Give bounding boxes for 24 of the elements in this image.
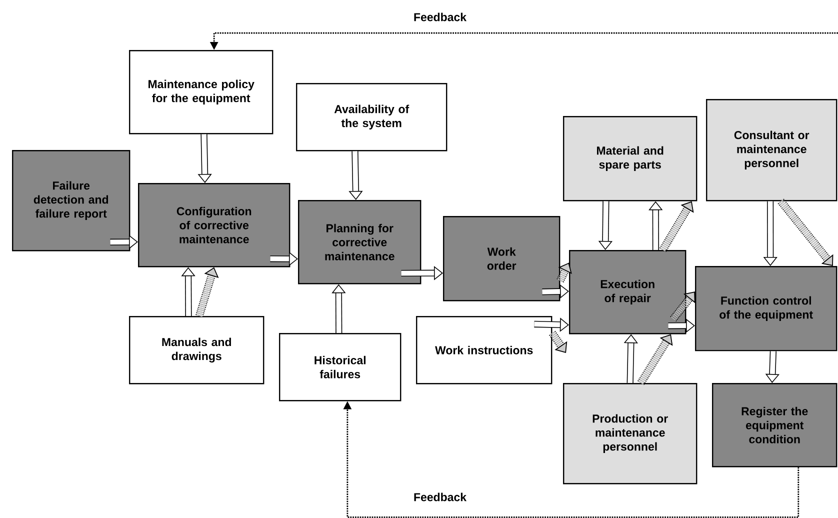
process-box: Failure detection and failure report bbox=[12, 150, 130, 252]
input-box: Historical failures bbox=[279, 332, 402, 402]
information-arrow bbox=[670, 292, 696, 322]
input-box: Work instructions bbox=[416, 316, 552, 384]
process-box: Register the equipment condition bbox=[712, 383, 838, 468]
information-arrow bbox=[556, 262, 572, 282]
resource-box: Material and spare parts bbox=[563, 116, 698, 202]
process-box: Planning for corrective maintenance bbox=[298, 200, 422, 284]
information-arrow bbox=[659, 201, 694, 252]
process-box: Function control of the equipment bbox=[695, 266, 838, 352]
information-arrow bbox=[778, 198, 834, 266]
flow-arrow bbox=[270, 252, 298, 266]
edge-label: Feedback bbox=[412, 12, 468, 22]
information-arrow bbox=[549, 330, 568, 353]
input-box: Manuals and drawings bbox=[129, 316, 264, 384]
information-arrow bbox=[638, 334, 673, 386]
edge-label: Feedback bbox=[412, 492, 468, 502]
process-box: Execution of repair bbox=[569, 250, 686, 334]
process-box: Work order bbox=[443, 216, 560, 302]
process-box: Configuration of corrective maintenance bbox=[138, 183, 290, 268]
input-box: Maintenance policy for the equipment bbox=[129, 50, 274, 134]
resource-box: Consultant or maintenance personnel bbox=[706, 99, 838, 202]
input-box: Availability of the system bbox=[296, 83, 448, 152]
resource-box: Production or maintenance personnel bbox=[563, 383, 698, 484]
